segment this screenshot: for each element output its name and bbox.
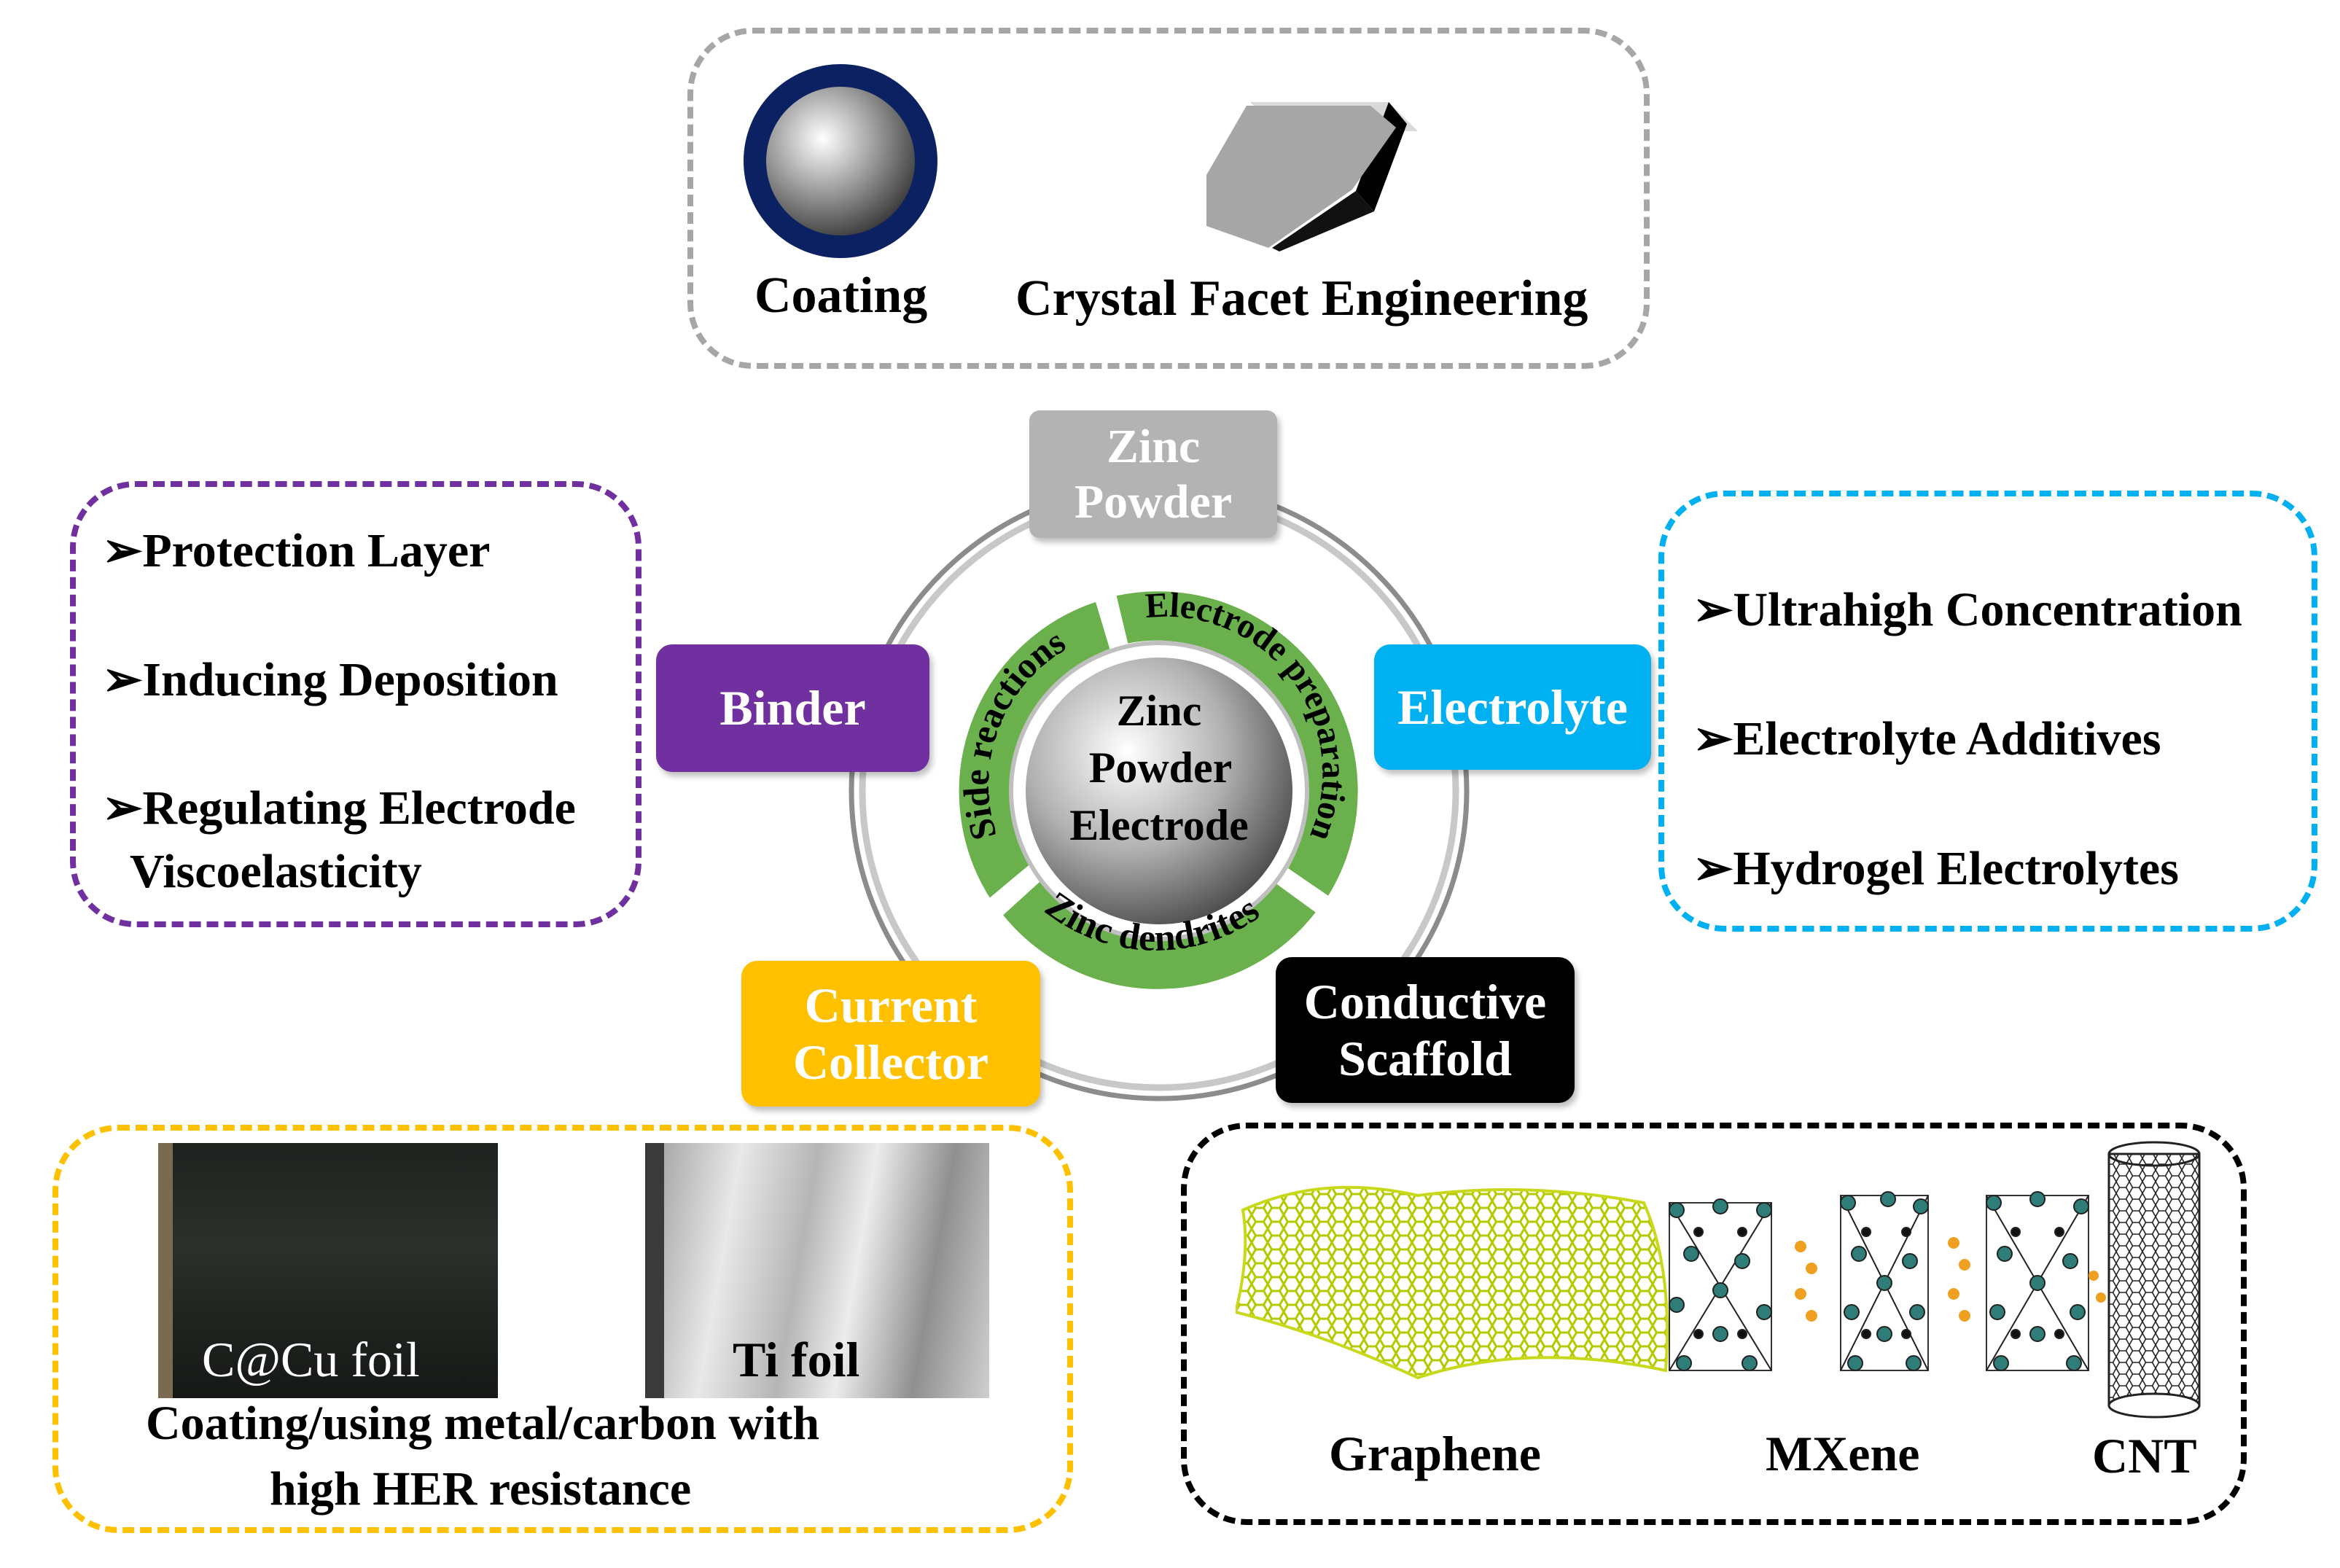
binder-item-1: ➢Protection Layer — [102, 524, 491, 577]
zinc-powder-line-1: Zinc — [1106, 419, 1201, 473]
binder-item-3: ➢Regulating Electrode — [102, 781, 576, 835]
binder-item-3-continuation: Viscoelasticity — [130, 845, 422, 898]
core-label-line-2: Powder — [1089, 744, 1233, 792]
collector-panel — [52, 1125, 1073, 1533]
ti-foil-label: Ti foil — [733, 1332, 860, 1387]
bullet-arrow-icon: ➢ — [102, 653, 143, 706]
coating-sphere-icon — [744, 64, 937, 258]
electrolyte-item-1: ➢Ultrahigh Concentration — [1693, 583, 2242, 636]
current-collector-label: Current Collector — [741, 961, 1040, 1107]
current-collector-line-2: Collector — [792, 1034, 989, 1090]
bullet-arrow-icon: ➢ — [102, 781, 143, 835]
conductive-scaffold-line-2: Scaffold — [1338, 1031, 1512, 1086]
binder-panel — [70, 481, 641, 927]
c-cu-foil-photo: C@Cu foil — [158, 1143, 498, 1398]
bullet-arrow-icon: ➢ — [1693, 583, 1733, 636]
graphene-sheet-icon — [1236, 1185, 1669, 1380]
hexagon-crystal-icon — [1206, 102, 1418, 251]
ti-foil-photo: Ti foil — [645, 1143, 989, 1398]
center-wheel: Side reactions Electrode preparation Zin… — [849, 480, 1470, 1101]
conductive-scaffold-label: Conductive Scaffold — [1276, 957, 1575, 1103]
c-cu-foil-label: C@Cu foil — [202, 1332, 420, 1387]
cnt-label: CNT — [2092, 1428, 2197, 1483]
cnt-tube-icon — [2107, 1141, 2201, 1419]
zinc-powder-line-2: Powder — [1074, 475, 1233, 528]
mxene-label: MXene — [1766, 1426, 1920, 1481]
core-label-line-1: Zinc — [1117, 687, 1202, 735]
top-panel — [687, 28, 1650, 369]
bullet-arrow-icon: ➢ — [1693, 712, 1733, 765]
collector-caption-line-1: Coating/using metal/carbon with — [146, 1397, 820, 1450]
current-collector-line-1: Current — [804, 977, 978, 1033]
bullet-arrow-icon: ➢ — [102, 524, 143, 577]
electrolyte-text: Electrolyte — [1397, 679, 1628, 735]
binder-text: Binder — [719, 680, 866, 736]
crystal-facet-label: Crystal Facet Engineering — [1015, 270, 1588, 327]
bullet-arrow-icon: ➢ — [1693, 842, 1733, 895]
scaffold-panel — [1181, 1123, 2247, 1525]
electrolyte-label: Electrolyte — [1374, 644, 1651, 770]
mxene-structure-icon — [1669, 1191, 2106, 1371]
electrolyte-item-2: ➢Electrolyte Additives — [1693, 712, 2161, 765]
conductive-scaffold-line-1: Conductive — [1303, 973, 1547, 1029]
binder-item-2: ➢Inducing Deposition — [102, 653, 558, 706]
binder-label: Binder — [656, 644, 929, 772]
zinc-powder-label: Zinc Powder — [1029, 410, 1277, 538]
electrolyte-item-3: ➢Hydrogel Electrolytes — [1693, 842, 2179, 895]
collector-caption-line-2: high HER resistance — [270, 1462, 692, 1516]
electrolyte-panel — [1658, 491, 2317, 932]
coating-label: Coating — [754, 268, 928, 324]
core-label-line-3: Electrode — [1069, 801, 1248, 849]
graphene-label: Graphene — [1329, 1426, 1541, 1481]
